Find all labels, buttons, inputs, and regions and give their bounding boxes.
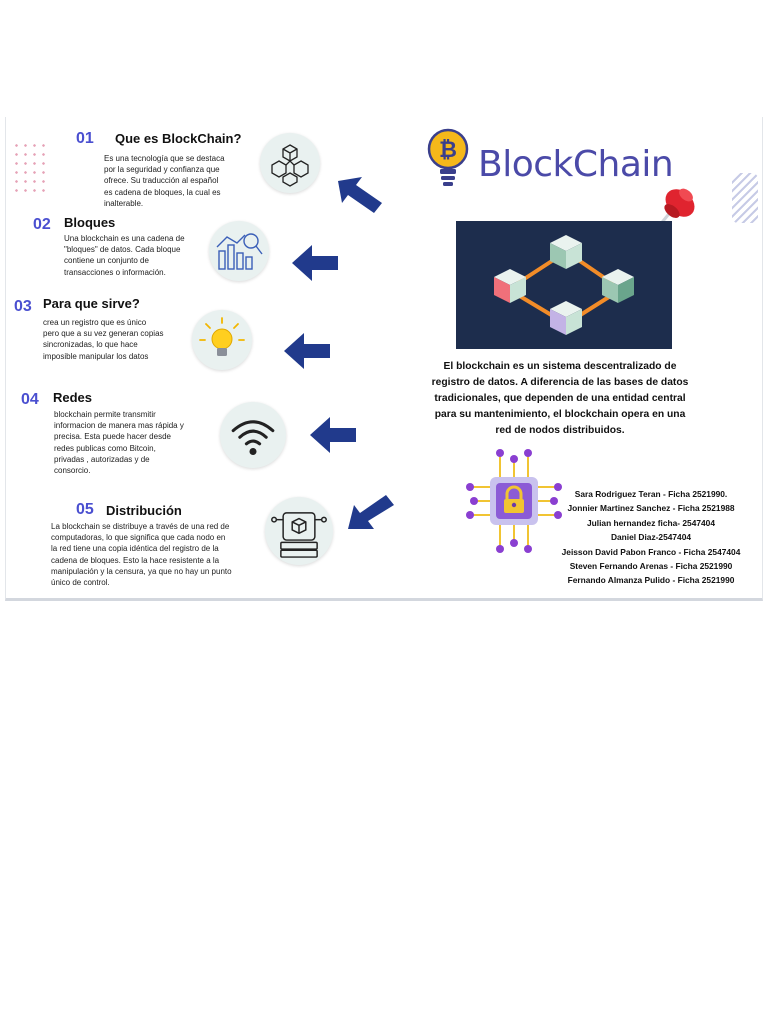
section-title: Que es BlockChain? (115, 131, 242, 146)
author-line: Sara Rodriguez Teran - Ficha 2521990. (574, 489, 728, 499)
section-body-line: Una blockchain es una cadena de (64, 234, 185, 243)
section-body: La blockchain se distribuye a través de … (51, 521, 232, 588)
author-line: Daniel Diaz-2547404 (610, 532, 692, 543)
section-body-line: por la seguridad y confianza que (104, 165, 220, 175)
section-body-line: inalterable. (104, 198, 144, 208)
section-body-line: precisa. Esta puede hacer desde (54, 432, 171, 442)
blockchain-cubes-illustration (456, 221, 672, 349)
security-chip-icon (466, 449, 562, 553)
arrow-icon (338, 177, 382, 213)
bitcoin-lightbulb-icon: ₿ (427, 128, 469, 186)
section-body-line: "bloques" de datos. Cada bloque (64, 245, 181, 255)
section-body-line: La blockchain se distribuye a través de … (51, 522, 230, 531)
description: El blockchain es un sistema descentraliz… (414, 359, 706, 439)
author-line: Julian hernandez ficha- 2547404 (586, 517, 715, 528)
section-body: Una blockchain es una cadena de "bloques… (64, 233, 185, 278)
section-body-line: manipulación y la censura, ya que no hay… (51, 566, 232, 576)
section-body-line: redes publicas como Bitcoin, (54, 443, 156, 453)
wifi-icon (220, 402, 286, 468)
page-title: BlockChain (478, 144, 674, 185)
section-body-line: ofrece. Su traducción al español (104, 176, 219, 186)
description-line: registro de datos. A diferencia de las b… (431, 377, 689, 388)
section-title: Redes (53, 390, 93, 405)
section-body-line: cadena de bloques. Esto la hace resisten… (51, 555, 220, 565)
section-body-line: consorcio. (54, 466, 91, 476)
section-body-line: contiene un conjunto de (64, 256, 149, 266)
section-body-line: imposible manipular los datos (43, 351, 149, 361)
author-line: Jonnier Martinez Sanchez - Ficha 2521988 (567, 503, 735, 514)
section-number: 02 (33, 216, 51, 233)
section-body-line: la red tiene una copia idéntica del regi… (51, 544, 219, 554)
section-body-line: blockchain permite transmitir (54, 410, 156, 419)
author-line: Steven Fernando Arenas - Ficha 2521990 (569, 561, 733, 572)
arrow-icon (292, 245, 338, 281)
section-title: Bloques (64, 215, 116, 230)
section-body-line: Es una tecnología que se destaca (104, 154, 225, 163)
section-number: 05 (76, 501, 94, 518)
infographic-poster: 01 Que es BlockChain? Es una tecnología … (5, 117, 763, 601)
decorative-stripes (732, 173, 758, 223)
author-line: Jeisson David Pabon Franco - Ficha 25474… (561, 546, 741, 557)
section-body: blockchain permite transmitir informacio… (54, 409, 184, 476)
section-number: 04 (21, 391, 39, 408)
section-title: Distribución (106, 503, 182, 518)
section-body-line: único de control. (51, 578, 110, 588)
arrow-icon (310, 417, 356, 453)
section-body-line: transacciones o información. (64, 267, 166, 277)
description-line: para su mantenimiento, el blockchain ope… (434, 409, 686, 420)
bar-chart-magnifier-icon (209, 221, 269, 281)
section-body-line: sincronizadas, lo que hace (43, 340, 138, 350)
arrow-icon (348, 495, 394, 529)
section-body-line: computadoras, lo que significa que cada … (51, 533, 226, 543)
cube-network-icon (260, 133, 320, 193)
svg-text:₿: ₿ (439, 138, 457, 163)
description-line: tradicionales, que dependen de una entid… (434, 393, 686, 404)
section-title: Para que sirve? (43, 296, 140, 311)
section-body-line: es cadena de bloques, la cual es (104, 187, 221, 197)
section-body-line: privadas , autorizadas y de (54, 454, 150, 464)
description-line: El blockchain es un sistema descentraliz… (443, 361, 677, 372)
section-body-line: informacion de manera mas rápida y (54, 421, 184, 431)
author-line: Fernando Almanza Pulido - Ficha 2521990 (567, 575, 735, 586)
authors-list: Sara Rodriguez Teran - Ficha 2521990. Jo… (546, 487, 756, 588)
decorative-dots (12, 141, 46, 193)
section-body-line: crea un registro que es único (43, 318, 147, 327)
description-line: red de nodos distribuidos. (495, 425, 625, 436)
lightbulb-icon (192, 310, 252, 370)
section-body: Es una tecnología que se destaca por la … (104, 153, 225, 209)
section-body-line: pero que a su vez generan copias (43, 329, 164, 339)
section-number: 01 (76, 130, 94, 147)
section-body: crea un registro que es único pero que a… (43, 317, 164, 362)
section-number: 03 (14, 298, 32, 315)
blockchain-server-icon (265, 497, 333, 565)
arrow-icon (284, 333, 330, 369)
